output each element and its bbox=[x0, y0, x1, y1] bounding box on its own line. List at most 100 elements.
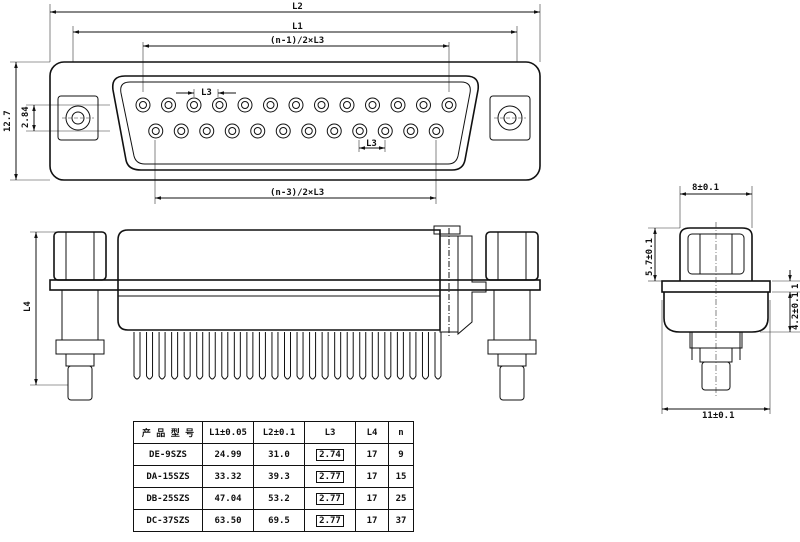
end-view: 8±0.1 5.7±0.1 1 4.2±0.1 11±0.1 bbox=[645, 183, 800, 421]
side-view: L4 bbox=[23, 225, 541, 401]
solder-pin bbox=[258, 332, 266, 380]
dim-pitch-lower-label: L3 bbox=[366, 139, 377, 149]
solder-pin bbox=[409, 332, 417, 380]
solder-pin bbox=[271, 332, 279, 380]
contact-pin-inner bbox=[151, 127, 160, 135]
contact-pin-outer bbox=[441, 97, 457, 113]
table-cell: 2.77 bbox=[304, 509, 356, 532]
solder-pin bbox=[321, 332, 329, 380]
contact-pin-inner bbox=[139, 101, 147, 109]
table-header-cell: L3 bbox=[304, 421, 356, 444]
solder-pin bbox=[284, 332, 291, 380]
table-header-cell: L1±0.05 bbox=[202, 421, 254, 444]
top-view: L2 L1 (n-1)/2×L3 (n-3)/2×L3 12.7 2.84 bbox=[3, 2, 541, 204]
contact-pin-outer bbox=[186, 97, 202, 113]
table-cell-value: 2.77 bbox=[316, 514, 344, 527]
contact-pin-top-row bbox=[186, 97, 202, 113]
table-cell: 25 bbox=[388, 487, 414, 510]
table-cell: 17 bbox=[355, 487, 389, 510]
table-cell: 24.99 bbox=[202, 443, 254, 466]
contact-pin-inner bbox=[241, 101, 249, 109]
contact-pin-bottom-row bbox=[377, 123, 393, 139]
solder-pin bbox=[309, 332, 317, 380]
dim-L4-label: L4 bbox=[23, 301, 33, 312]
contact-pin-top-row bbox=[135, 97, 151, 113]
solder-pin bbox=[296, 332, 304, 380]
contact-pin-outer bbox=[224, 123, 240, 139]
table-cell: 39.3 bbox=[253, 465, 305, 488]
solder-pin bbox=[171, 332, 179, 380]
solder-pin bbox=[208, 332, 216, 380]
contact-pin-outer bbox=[314, 97, 329, 113]
contact-pin-inner bbox=[432, 127, 441, 135]
contact-pin-inner bbox=[164, 101, 173, 109]
contact-pin-bottom-row bbox=[173, 123, 189, 139]
dim-lower-height-label: 4.2±0.1 bbox=[791, 292, 800, 330]
dim-top-row-label: (n-1)/2×L3 bbox=[270, 36, 324, 46]
contact-pin-top-row bbox=[390, 97, 406, 113]
solder-pin bbox=[196, 332, 204, 380]
contact-pin-bottom-row bbox=[224, 123, 240, 139]
table-header-cell: n bbox=[388, 421, 414, 444]
spec-table: 产 品 型 号 L1±0.05 L2±0.1 L3 L4 n DE-9SZS 2… bbox=[133, 421, 414, 532]
contact-pin-outer bbox=[173, 123, 189, 139]
table-cell: 69.5 bbox=[253, 509, 305, 532]
contact-pin-outer bbox=[199, 123, 215, 139]
table-cell: 17 bbox=[355, 465, 389, 488]
contact-pin-outer bbox=[135, 97, 151, 113]
contact-pin-outer bbox=[339, 97, 355, 113]
solder-pin bbox=[158, 332, 166, 380]
contact-pin-inner bbox=[266, 101, 275, 109]
contact-pin-top-row bbox=[365, 97, 380, 113]
table-cell: 17 bbox=[355, 509, 389, 532]
contact-pin-outer bbox=[161, 97, 176, 113]
contact-pin-top-row bbox=[339, 97, 355, 113]
contact-pin-top-row bbox=[416, 97, 431, 113]
contact-pin-top-row bbox=[237, 97, 253, 113]
solder-pin bbox=[421, 332, 429, 380]
solder-pin bbox=[183, 332, 191, 380]
contact-pin-inner bbox=[406, 127, 415, 135]
side-view-pins bbox=[133, 332, 442, 380]
contact-pin-outer bbox=[148, 123, 164, 139]
solder-pin bbox=[384, 332, 392, 380]
dim-row-gap-label: 2.84 bbox=[21, 106, 31, 128]
contact-pin-inner bbox=[343, 101, 351, 109]
contact-pin-inner bbox=[330, 127, 339, 135]
table-cell: 15 bbox=[388, 465, 414, 488]
solder-pin bbox=[146, 332, 154, 380]
dim-top-width-label: 8±0.1 bbox=[692, 183, 719, 193]
table-cell: DC-37SZS bbox=[133, 509, 203, 532]
contact-pin-outer bbox=[403, 123, 419, 139]
contact-pin-outer bbox=[390, 97, 406, 113]
table-cell: 63.50 bbox=[202, 509, 254, 532]
table-cell: 53.2 bbox=[253, 487, 305, 510]
contact-pin-inner bbox=[228, 127, 237, 135]
contact-pin-inner bbox=[368, 101, 377, 109]
contact-pin-outer bbox=[365, 97, 380, 113]
contact-pin-outer bbox=[352, 123, 368, 139]
contact-pin-inner bbox=[381, 127, 390, 135]
contact-pin-bottom-row bbox=[403, 123, 419, 139]
table-cell-value: 2.74 bbox=[316, 448, 344, 461]
contact-pin-inner bbox=[292, 101, 300, 109]
contact-pin-inner bbox=[317, 101, 326, 109]
contact-pin-inner bbox=[419, 101, 428, 109]
contact-pin-inner bbox=[202, 127, 211, 135]
contact-pin-outer bbox=[416, 97, 431, 113]
contact-pin-inner bbox=[304, 127, 313, 135]
table-cell: 2.74 bbox=[304, 443, 356, 466]
solder-pin bbox=[133, 332, 141, 380]
contact-pin-inner bbox=[253, 127, 262, 135]
contact-pin-inner bbox=[215, 101, 224, 109]
contact-pin-top-row bbox=[314, 97, 329, 113]
table-cell: 2.77 bbox=[304, 487, 356, 510]
table-row: DC-37SZS 63.50 69.5 2.77 17 37 bbox=[133, 509, 414, 532]
contact-pin-bottom-row bbox=[275, 123, 291, 139]
contact-pin-bottom-row bbox=[148, 123, 164, 139]
table-cell: DB-25SZS bbox=[133, 487, 203, 510]
contact-pin-bottom-row bbox=[326, 123, 342, 139]
table-cell: 2.77 bbox=[304, 465, 356, 488]
dim-L1-label: L1 bbox=[292, 22, 303, 32]
